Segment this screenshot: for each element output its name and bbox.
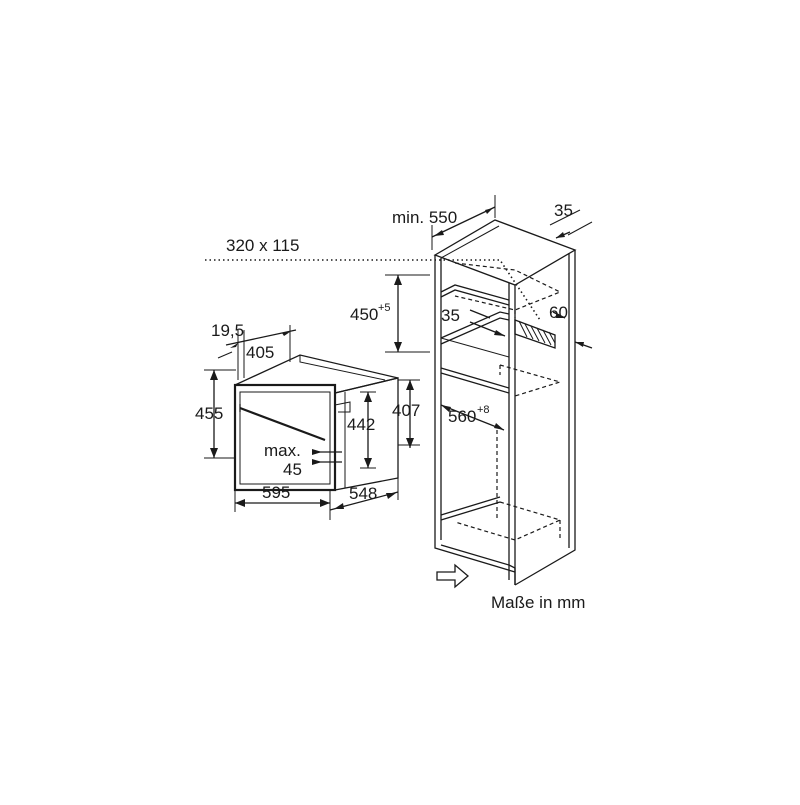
label-595: 595 xyxy=(262,483,290,502)
cabinet-dimensions xyxy=(385,195,593,589)
oven-appliance xyxy=(233,354,399,492)
label-442: 442 xyxy=(347,415,375,434)
oven-dimensions xyxy=(204,325,420,520)
label-vent-320x115: 320 x 115 xyxy=(226,236,299,255)
label-455: 455 xyxy=(195,404,223,423)
label-19-5: 19,5 xyxy=(211,321,244,340)
label-60: 60 xyxy=(549,303,568,322)
label-548: 548 xyxy=(349,484,377,503)
label-560: 560 xyxy=(448,407,476,426)
label-min-550: min. 550 xyxy=(392,208,457,227)
label-407: 407 xyxy=(392,401,420,420)
label-405: 405 xyxy=(246,343,274,362)
label-35-mid: 35 xyxy=(441,306,460,325)
label-35-top: 35 xyxy=(554,201,573,220)
tall-cabinet xyxy=(205,219,577,586)
label-max-45: 45 xyxy=(283,460,302,479)
dimension-labels: min. 550 35 320 x 115 450 +5 35 60 560 +… xyxy=(195,201,585,612)
label-560-tolerance: +8 xyxy=(477,404,490,416)
label-450-tolerance: +5 xyxy=(378,302,391,314)
label-max: max. xyxy=(264,441,301,460)
units-note: Maße in mm xyxy=(491,593,585,612)
label-450: 450 xyxy=(350,305,378,324)
